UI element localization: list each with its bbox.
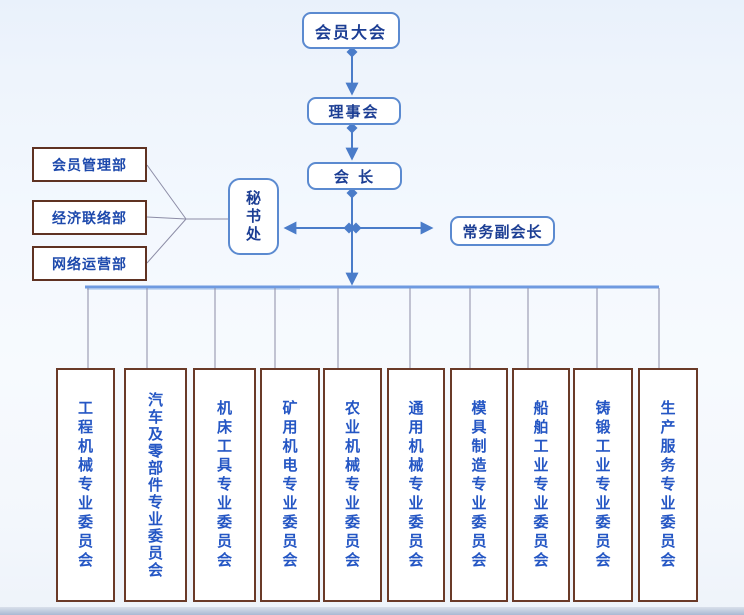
node-secretariat: 秘书处 <box>228 178 279 255</box>
node-committee-auto-parts: 汽车及零部件专业委员会 <box>124 368 187 602</box>
node-council: 理事会 <box>307 97 401 125</box>
node-committee-shipbuilding: 船舶工业专业委员会 <box>512 368 570 602</box>
node-executive-vice-president: 常务副会长 <box>450 216 555 246</box>
node-committee-mining-electromechanical: 矿用机电专业委员会 <box>260 368 320 602</box>
node-department-economic-liaison: 经济联络部 <box>32 200 147 235</box>
node-president: 会 长 <box>307 162 402 190</box>
node-department-network-operations: 网络运营部 <box>32 246 147 281</box>
node-member-assembly: 会员大会 <box>302 12 400 49</box>
node-department-membership: 会员管理部 <box>32 147 147 182</box>
node-committee-engineering-machinery: 工程机械专业委员会 <box>56 368 115 602</box>
node-committee-casting-forging: 铸锻工业专业委员会 <box>573 368 633 602</box>
node-committee-mold-manufacturing: 模具制造专业委员会 <box>450 368 508 602</box>
node-committee-machine-tools: 机床工具专业委员会 <box>193 368 256 602</box>
node-committee-agricultural-machinery: 农业机械专业委员会 <box>323 368 382 602</box>
bottom-gradient-band <box>0 607 744 615</box>
node-committee-production-services: 生产服务专业委员会 <box>638 368 698 602</box>
node-committee-general-machinery: 通用机械专业委员会 <box>387 368 445 602</box>
